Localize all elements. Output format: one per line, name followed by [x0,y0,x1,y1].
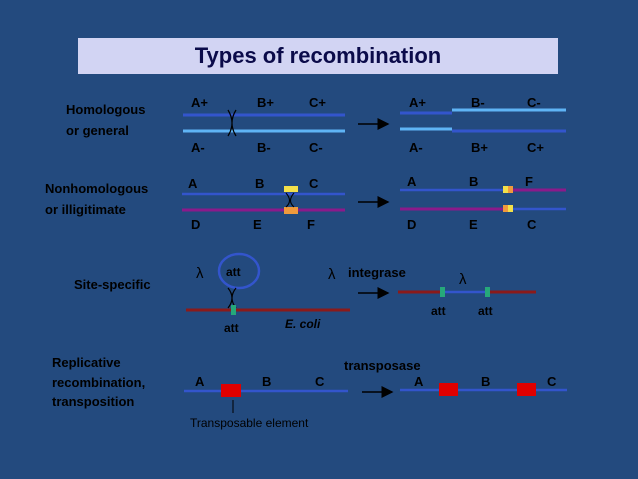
title-box: Types of recombination [78,38,558,74]
nonhomo-right-bottom-1: D [407,217,416,232]
orange-segment [508,186,513,193]
replicative-label-3: transposition [52,394,134,409]
lambda-symbol: λ [459,271,467,288]
nonhomo-left-top-2: B [255,176,264,191]
transposable-element [221,384,241,397]
nonhomo-left-bottom-2: E [253,217,262,232]
nonhomo-left-bottom-1: D [191,217,200,232]
slide-title: Types of recombination [194,43,442,68]
yellow-segment [503,186,508,193]
orange-segment [284,207,298,214]
yellow-segment [284,186,298,192]
homologous-label-1: Homologous [66,102,145,117]
homo-right-top-2: B- [471,95,485,110]
att-label-ecoli: att [224,321,239,335]
homo-left-bottom-1: A- [191,140,205,155]
crossover-mark [285,192,295,208]
lambda-circle [217,252,261,290]
ecoli-label: E. coli [285,317,321,331]
homo-left-bottom-2: B- [257,140,271,155]
integrase-label: integrase [348,265,406,280]
lambda-symbol: λ [196,265,204,282]
att-label-phage: att [226,265,241,279]
rep-left-2: B [262,374,271,389]
site-specific-label: Site-specific [74,277,151,292]
att-site [440,287,445,297]
nonhomo-right-top-3: F [525,174,533,189]
homo-right-bottom-1: A- [409,140,423,155]
orange-segment [503,205,508,212]
nonhomo-right-top-2: B [469,174,478,189]
att-label: att [431,304,446,318]
nonhomo-left-top-3: C [309,176,319,191]
crossover-mark [227,109,237,137]
rep-left-1: A [195,374,205,389]
rep-right-2: B [481,374,490,389]
homo-right-top-3: C- [527,95,541,110]
homo-left-top-3: C+ [309,95,326,110]
homo-right-bottom-2: B+ [471,140,488,155]
att-label: att [478,304,493,318]
transposable-element-copy [517,383,536,396]
homologous-label-2: or general [66,123,129,138]
transposase-label: transposase [344,358,421,373]
nonhomo-right-top-1: A [407,174,417,189]
nonhomo-right-bottom-2: E [469,217,478,232]
transposable-element-label: Transposable element [190,416,309,430]
replicative-label-2: recombination, [52,375,145,390]
rep-left-3: C [315,374,325,389]
rep-right-3: C [547,374,557,389]
lambda-symbol: λ [328,266,336,283]
replicative-label-1: Replicative [52,355,121,370]
transposable-element [439,383,458,396]
homo-right-bottom-3: C+ [527,140,544,155]
att-site [231,305,236,315]
yellow-segment [508,205,513,212]
homo-left-bottom-3: C- [309,140,323,155]
homo-left-top-1: A+ [191,95,208,110]
nonhomo-right-bottom-3: C [527,217,537,232]
rep-right-1: A [414,374,424,389]
att-site [485,287,490,297]
nonhomologous-label-1: Nonhomologous [45,181,148,196]
nonhomo-left-bottom-3: F [307,217,315,232]
homo-left-top-2: B+ [257,95,274,110]
homo-right-top-1: A+ [409,95,426,110]
nonhomo-left-top-1: A [188,176,198,191]
nonhomologous-label-2: or illigitimate [45,202,126,217]
